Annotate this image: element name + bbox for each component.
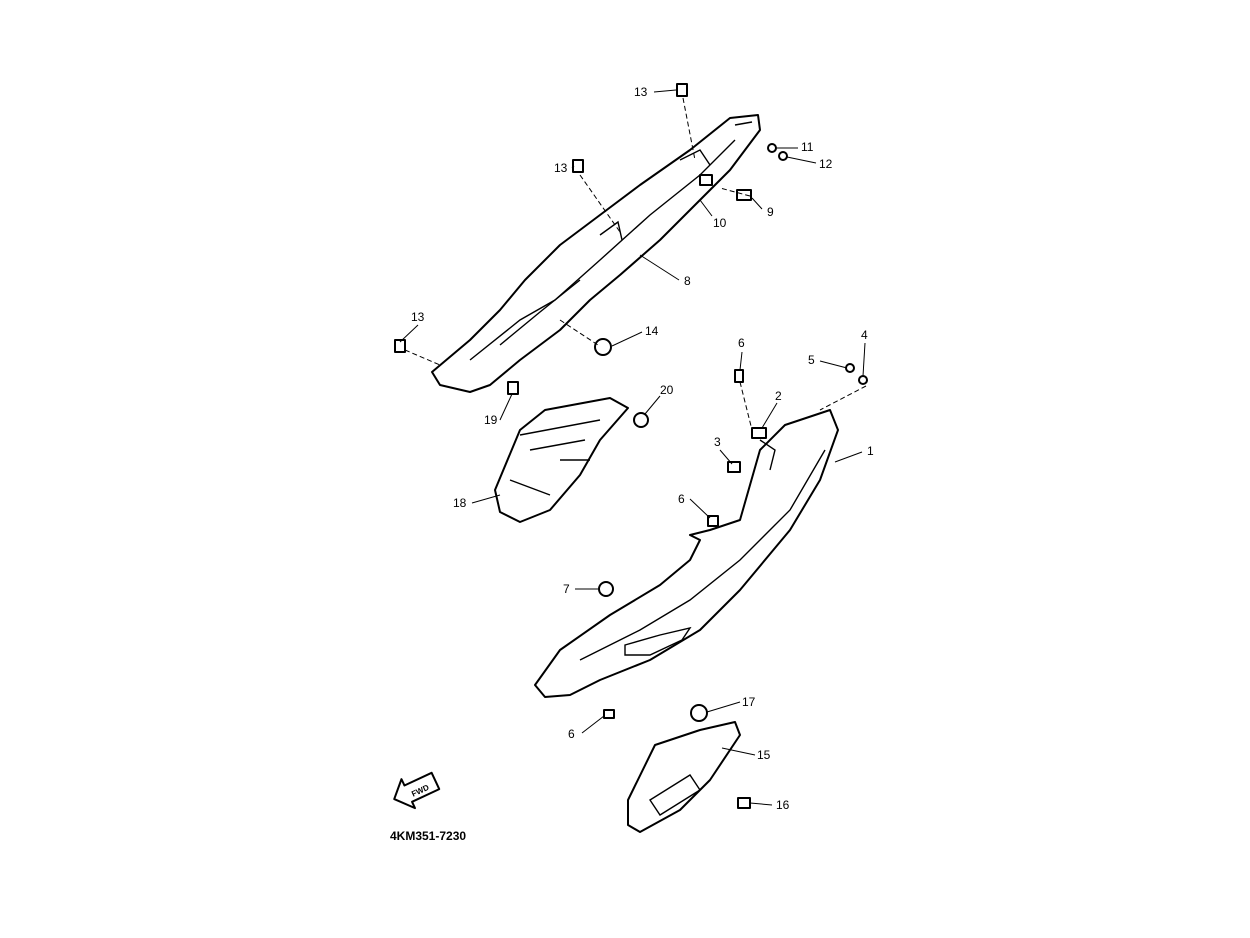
fasteners [394,83,868,809]
callout-19: 19 [484,413,498,427]
damper-9 [736,189,752,201]
screw-5 [845,363,855,373]
part-18-bracket [494,397,629,523]
callout-4: 4 [861,328,868,342]
damper-10 [699,174,713,186]
callout-6: 6 [678,492,685,506]
callout-2: 2 [775,389,782,403]
callout-10: 10 [713,216,727,230]
bolt-13-left [394,339,406,353]
screw-6-bottom [603,709,615,719]
leader-lines [399,89,866,806]
callout-3: 3 [714,435,721,449]
part-15-small-cover [627,721,741,833]
callout-13: 13 [634,85,648,99]
callouts: 13 13 13 11 12 10 9 8 14 6 5 4 2 3 1 20 … [390,85,874,843]
part-1-side-cover [534,409,839,698]
callout-15: 15 [757,748,771,762]
nut-12 [778,151,788,161]
callout-13: 13 [411,310,425,324]
screw-6-mid [707,515,719,527]
bolt-19 [507,381,519,395]
bolt-13-top [676,83,688,97]
part-8-upper-cover [431,114,761,393]
grommet-7 [598,581,614,597]
callout-14: 14 [645,324,659,338]
fwd-arrow-icon: FWD [393,771,441,810]
bolt-13-mid [572,159,584,173]
grommet-17 [690,704,708,722]
callout-9: 9 [767,205,774,219]
callout-7: 7 [563,582,570,596]
callout-6: 6 [738,336,745,350]
damper-3 [727,461,741,473]
grommet-14 [594,338,612,356]
callout-18: 18 [453,496,467,510]
callout-5: 5 [808,353,815,367]
callout-6: 6 [568,727,575,741]
grommet-20 [633,412,649,428]
callout-1: 1 [867,444,874,458]
callout-16: 16 [776,798,790,812]
callout-12: 12 [819,157,833,171]
callout-13: 13 [554,161,568,175]
diagram-code: 4KM351-7230 [390,829,466,843]
assembly-lines [404,97,867,431]
callout-8: 8 [684,274,691,288]
callout-11: 11 [801,140,814,154]
callout-17: 17 [742,695,756,709]
bolt-16 [737,797,751,809]
screw-6-top [734,369,744,383]
damper-2 [751,427,767,439]
washer-11 [767,143,777,153]
nut-4 [858,375,868,385]
callout-20: 20 [660,383,674,397]
